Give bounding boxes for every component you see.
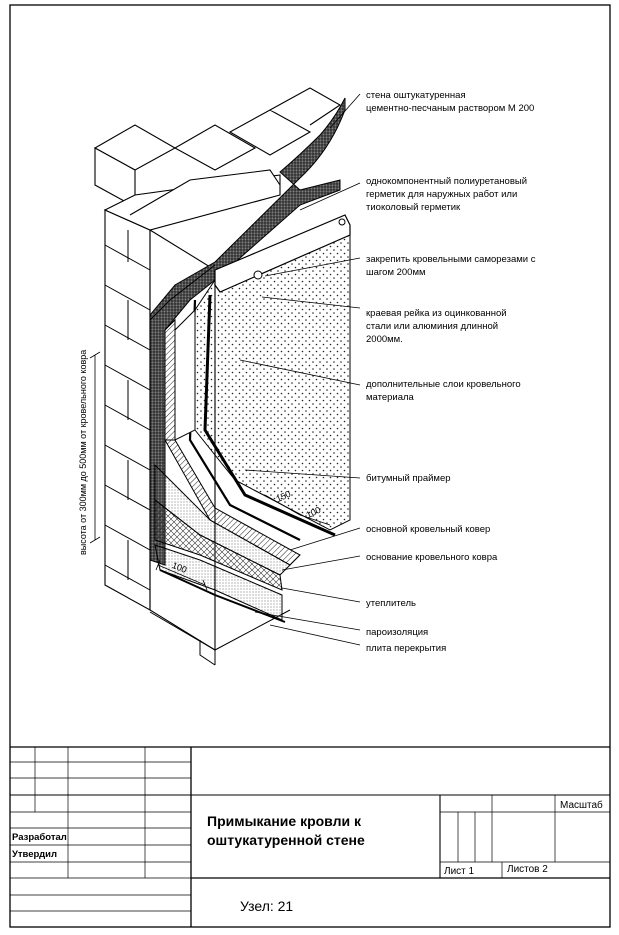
label-insulation: утеплитель: [366, 598, 416, 609]
screw-icon: [253, 270, 263, 280]
label-carpet-base: основание кровельного ковра: [366, 552, 498, 563]
sheets-label: Листов 2: [507, 864, 548, 875]
developed-label: Разработал: [12, 832, 67, 843]
approved-label: Утвердил: [12, 849, 57, 860]
label-primer: битумный праймер: [366, 473, 451, 484]
label-sealant: однокомпонентный полиуретановый герметик…: [366, 176, 530, 213]
brick-courses: [104, 230, 291, 666]
label-rail: краевая рейка из оцинкованной стали или …: [366, 308, 509, 345]
carpet-edge-line: [203, 294, 336, 537]
title-block: [10, 746, 610, 927]
label-wall: стена оштукатуренная цементно-песчаным р…: [366, 90, 534, 114]
title-line-1: Примыкание кровли к: [207, 813, 362, 829]
label-screws: закрепить кровельными саморезами с шагом…: [366, 254, 538, 278]
insulation-layer: [154, 498, 283, 591]
dimension-lines: [89, 351, 331, 591]
edge-rail: [214, 214, 351, 293]
label-vapor: пароизоляция: [366, 627, 428, 638]
label-main-carpet: основной кровельный ковер: [366, 524, 490, 535]
screw-icon-2: [338, 218, 346, 226]
node-label: Узел: 21: [240, 898, 293, 914]
sheet-label: Лист 1: [444, 866, 475, 877]
label-slab: плита перекрытия: [366, 643, 446, 654]
sheet-frame: [9, 4, 611, 928]
title-line-2: оштукатуренной стене: [207, 832, 365, 848]
label-extra-layers: дополнительные слои кровельного материал…: [366, 379, 523, 403]
scale-label: Масштаб: [560, 799, 603, 811]
height-dimension-text: высота от 300мм до 500мм от кровельного …: [78, 350, 88, 555]
leader-lines: [239, 93, 361, 646]
